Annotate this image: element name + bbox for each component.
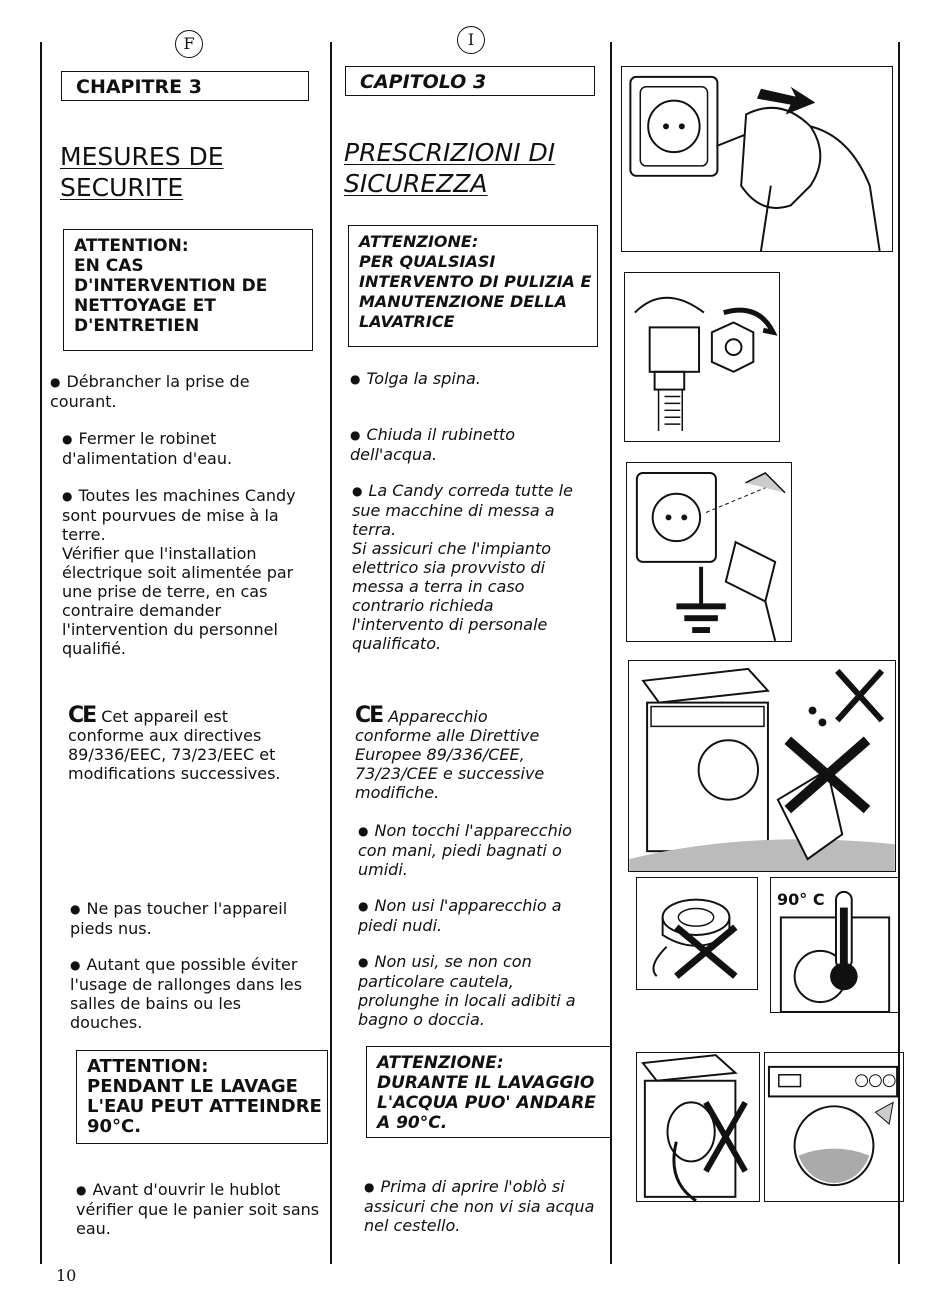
chapter-title-french: CHAPITRE 3 (61, 71, 309, 101)
column-divider-middle (330, 42, 332, 1264)
instruction-wet-hands-italian: Non tocchi l'apparecchio con mani, piedi… (358, 821, 572, 879)
instruction-earthing-italian: La Candy corredа tutte le sue macchine d… (352, 481, 573, 653)
instruction-barefoot-french: Ne pas toucher l'appareil pieds nus. (70, 899, 287, 938)
thermometer-label: 90° C (777, 890, 825, 909)
illustration-wet-barefoot (628, 660, 896, 872)
instruction-barefoot-italian: Non usi l'apparecchio a piedi nudi. (358, 896, 562, 935)
section-heading-french: MESURES DE SECURITE (60, 142, 224, 202)
instruction-porthole-french: Avant d'ouvrir le hublot vérifier que le… (76, 1180, 319, 1238)
unplug-hand-icon (629, 75, 881, 251)
attention-box-temperature-french: ATTENTION: PENDANT LE LAVAGE L'EAU PEUT … (76, 1050, 328, 1144)
ce-mark-icon: CE (68, 703, 97, 728)
washing-machine-open-icon (641, 1054, 748, 1201)
instruction-close-tap-french: Fermer le robinet d'alimentation d'eau. (62, 429, 232, 468)
drum-water-check-icon (767, 1065, 899, 1187)
instruction-close-tap-italian: Chiuda il rubinetto dell'acqua. (350, 425, 515, 464)
lang-marker-italian: I (457, 26, 485, 54)
illustration-extension-cord (636, 877, 758, 990)
illustration-open-door (636, 1052, 760, 1202)
illustration-unplug (621, 66, 893, 252)
ce-mark-icon: CE (355, 703, 384, 728)
illustration-close-tap (624, 272, 780, 442)
instruction-unplug-french: Débrancher la prise de courant. (50, 372, 250, 411)
page-border-right (898, 42, 900, 1264)
page-number: 10 (56, 1266, 77, 1285)
column-divider-left (40, 42, 42, 1264)
illustration-earth (626, 462, 792, 642)
section-heading-italian: PRESCRIZIONI DI SICUREZZA (344, 138, 556, 198)
illustration-drum-check (764, 1052, 904, 1202)
attention-box-temperature-italian: ATTENZIONE: DURANTE IL LAVAGGIO L'ACQUA … (366, 1046, 612, 1138)
extension-cord-icon (652, 898, 738, 979)
washing-machine-wet-icon (629, 667, 895, 871)
instruction-extensions-french: Autant que possible éviter l'usage de ra… (70, 955, 302, 1032)
instruction-unplug-italian: Tolga la spina. (350, 369, 480, 389)
earth-plug-icon (635, 471, 786, 641)
thermometer-icon (779, 890, 891, 1012)
column-divider-right (610, 42, 612, 1264)
attention-box-cleaning-italian: ATTENZIONE: PER QUALSIASI INTERVENTO DI … (348, 225, 598, 347)
illustration-hot-water: 90° C (770, 877, 900, 1013)
chapter-title-italian: CAPITOLO 3 (345, 66, 595, 96)
lang-marker-french: F (175, 30, 203, 58)
attention-box-cleaning-french: ATTENTION: EN CAS D'INTERVENTION DE NETT… (63, 229, 313, 351)
instruction-extensions-italian: Non usi, se non con particolare cautela,… (358, 952, 576, 1029)
instruction-earthing-french: Toutes les machines Candy sont pourvues … (62, 486, 296, 658)
instruction-porthole-italian: Prima di aprire l'oblò si assicuri che n… (364, 1177, 594, 1235)
water-tap-icon (634, 296, 778, 432)
